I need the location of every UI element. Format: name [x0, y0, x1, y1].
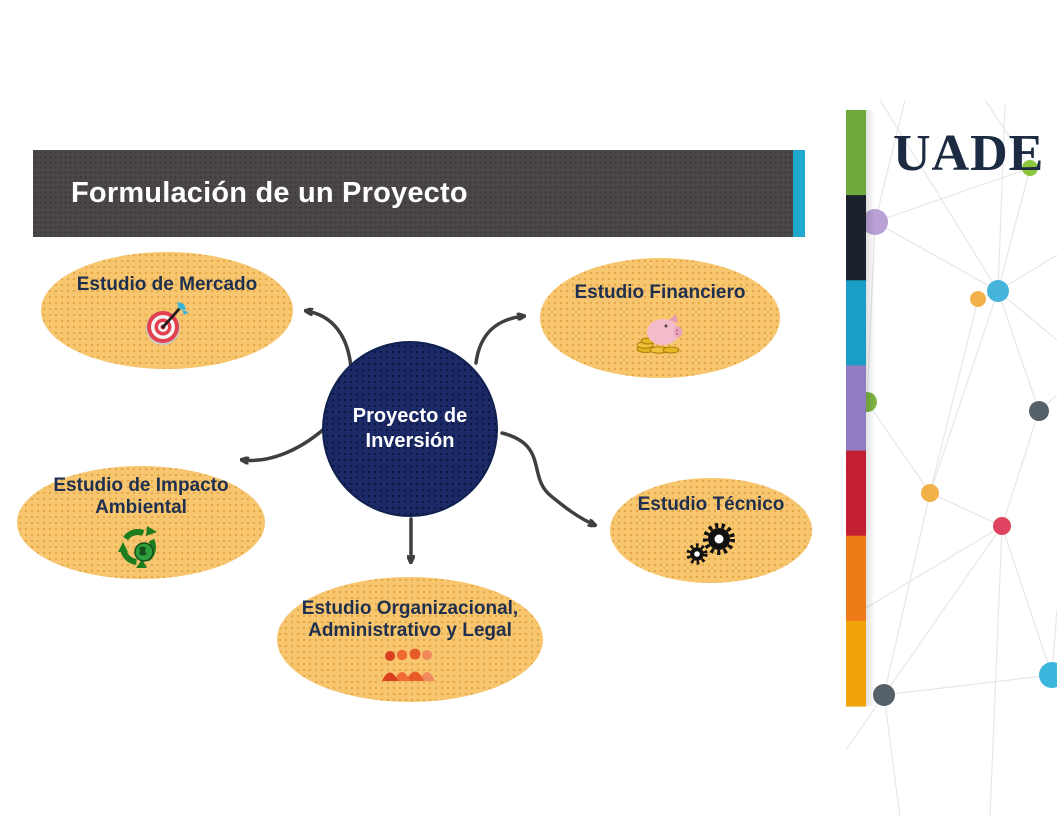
- network-dots: [857, 160, 1057, 706]
- node-estudio-organizacional: Estudio Organizacional, Administrativo y…: [277, 577, 543, 702]
- network-dot: [1029, 401, 1049, 421]
- node-label: Estudio Financiero: [574, 282, 746, 304]
- arrow-to-financiero: [474, 316, 524, 365]
- title-bar: Formulación de un Proyecto: [33, 150, 793, 237]
- gears-icon: [684, 521, 738, 567]
- node-label-line1: Estudio de Impacto: [53, 474, 229, 496]
- brand-color-stripe: [846, 110, 866, 707]
- recycle-globe-icon: [117, 524, 165, 570]
- center-node-label-line2: Inversión: [365, 430, 455, 452]
- node-label: Estudio Técnico: [637, 493, 785, 515]
- network-dot: [993, 517, 1011, 535]
- stripe-shadow: [866, 110, 875, 706]
- uade-logo: UADE: [893, 125, 1045, 182]
- node-label-line2: Ambiental: [95, 497, 187, 518]
- stripe-segment: [846, 620, 866, 707]
- stripe-segment: [846, 535, 866, 622]
- network-dot: [970, 291, 986, 307]
- node-estudio-financiero: Estudio Financiero: [540, 258, 780, 378]
- node-estudio-impacto-ambiental: Estudio de Impacto Ambiental: [17, 466, 265, 579]
- stripe-segment: [846, 280, 866, 366]
- node-estudio-de-mercado: Estudio de Mercado: [41, 252, 293, 369]
- stripe-segment: [846, 110, 866, 196]
- node-label: Estudio de Mercado: [76, 273, 258, 295]
- network-dot: [987, 280, 1009, 302]
- piggy-bank-icon: [635, 310, 685, 354]
- dartboard-icon: [143, 301, 191, 347]
- stripe-segment: [846, 365, 866, 452]
- network-dot: [873, 684, 895, 706]
- slide-title: Formulación de un Proyecto: [71, 177, 468, 209]
- network-dot: [1039, 662, 1057, 688]
- network-lines: [845, 99, 1057, 817]
- title-accent-bar: [793, 150, 805, 237]
- center-node-label-line1: Proyecto de: [352, 405, 468, 427]
- network-dot: [921, 484, 939, 502]
- people-icon: [382, 647, 438, 682]
- center-node-proyecto-inversion: Proyecto de Inversión: [322, 341, 498, 517]
- stripe-segment: [846, 450, 866, 537]
- node-estudio-tecnico: Estudio Técnico: [610, 478, 812, 583]
- arrow-to-ambiental: [242, 427, 326, 460]
- node-label-line1: Estudio Organizacional,: [301, 597, 519, 619]
- node-label-line2: Administrativo y Legal: [308, 620, 512, 641]
- arrow-to-mercado: [306, 311, 353, 370]
- stripe-segment: [846, 195, 866, 281]
- arrow-to-tecnico: [500, 431, 595, 525]
